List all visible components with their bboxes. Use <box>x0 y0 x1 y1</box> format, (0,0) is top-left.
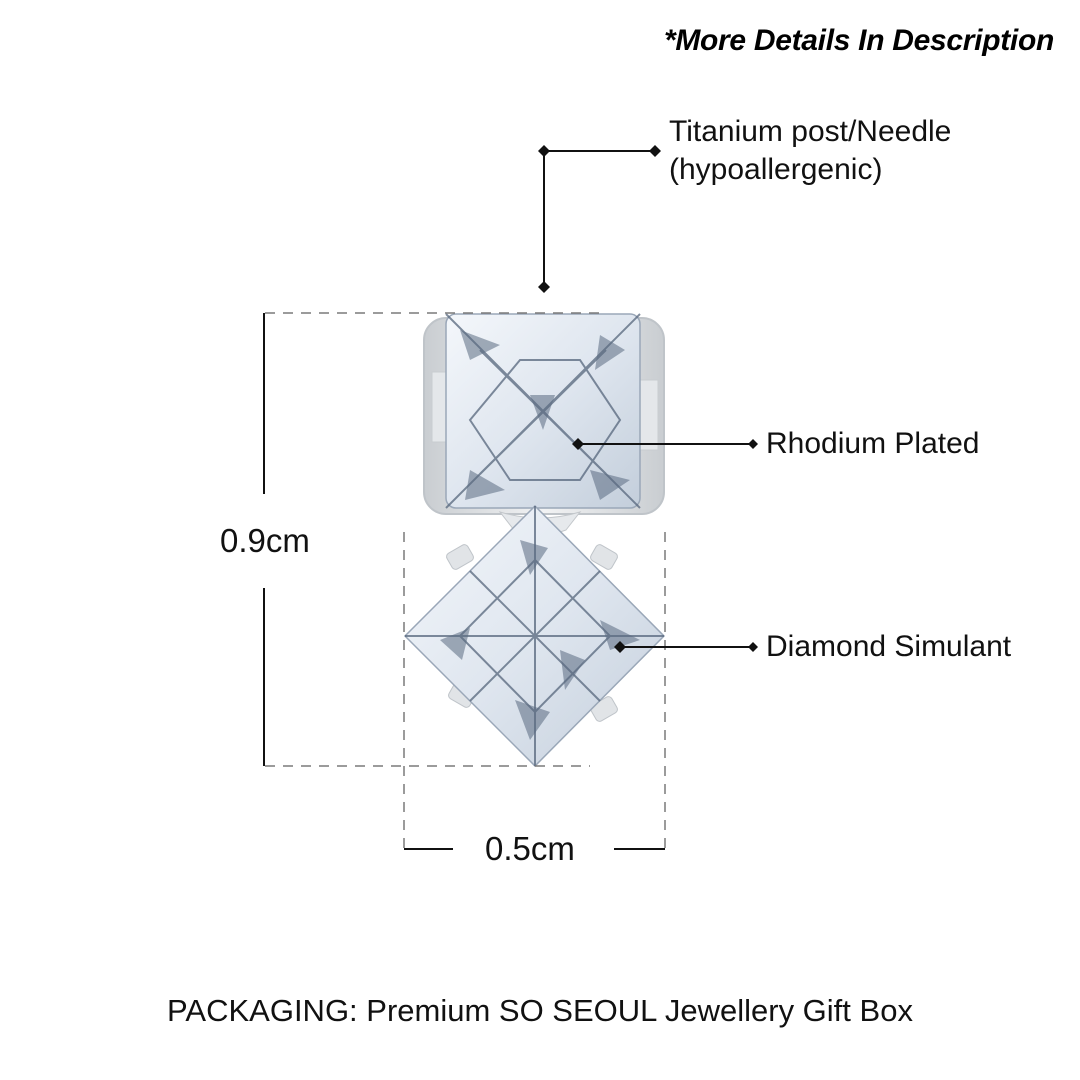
diamond-marker-icon <box>538 145 550 157</box>
diamond-marker-icon <box>538 281 550 293</box>
leader-simulant <box>614 641 758 653</box>
more-details-note: *More Details In Description <box>663 24 1054 57</box>
diamond-marker-icon <box>748 439 758 449</box>
diamond-marker-icon <box>572 438 584 450</box>
bottom-stone <box>403 504 666 768</box>
diamond-marker-icon <box>748 642 758 652</box>
callout-titanium-post: Titanium post/Needle (hypoallergenic) <box>669 113 951 189</box>
width-dimension-label: 0.5cm <box>485 830 575 867</box>
leader-rhodium <box>572 438 758 450</box>
callout-titanium-post-line2: (hypoallergenic) <box>669 153 883 186</box>
top-stone-setting <box>423 313 665 515</box>
diamond-marker-icon <box>649 145 661 157</box>
leader-post <box>538 145 661 293</box>
dashed-guides <box>265 312 666 848</box>
diamond-marker-icon <box>614 641 626 653</box>
packaging-info: PACKAGING: Premium SO SEOUL Jewellery Gi… <box>167 993 913 1028</box>
callout-rhodium-plated: Rhodium Plated <box>766 427 980 460</box>
callout-diamond-simulant: Diamond Simulant <box>766 630 1012 663</box>
callout-titanium-post-line1: Titanium post/Needle <box>669 115 952 148</box>
height-dimension-label: 0.9cm <box>220 522 310 559</box>
